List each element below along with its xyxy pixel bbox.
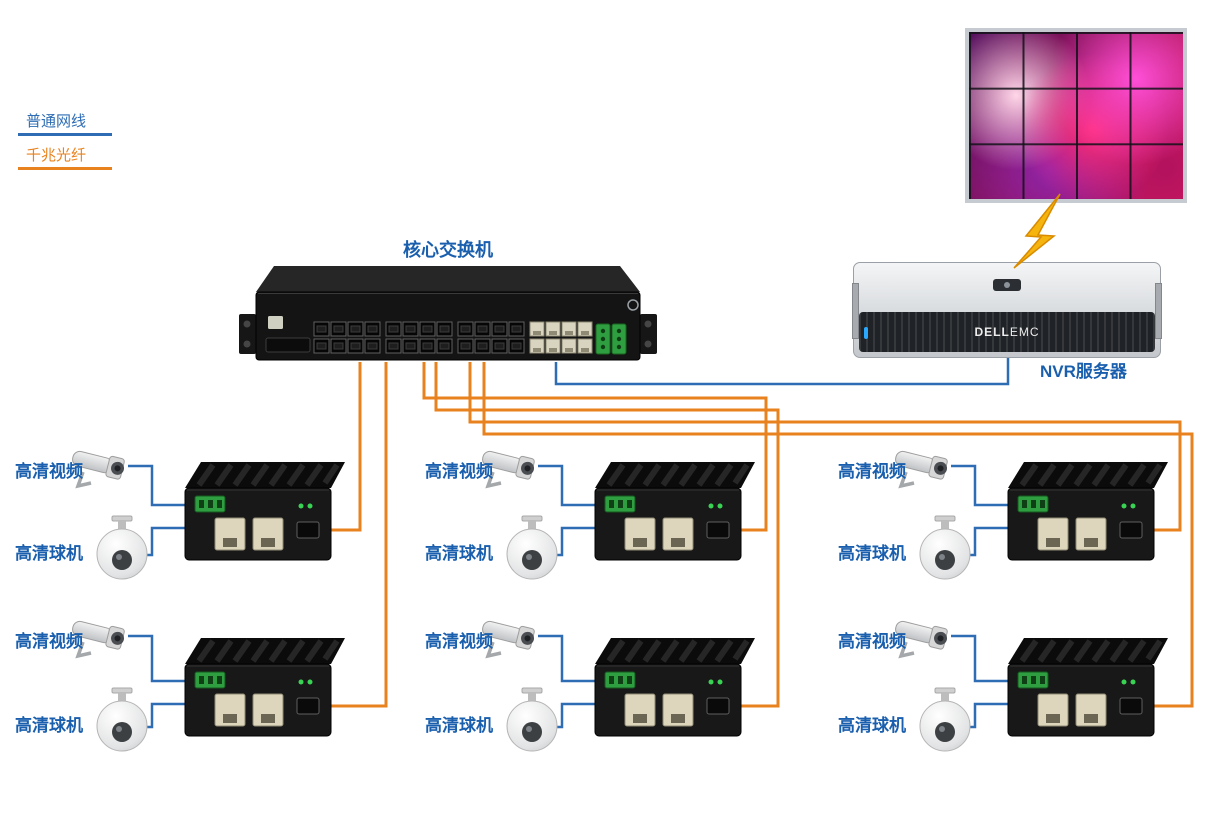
ptz-dome-camera-icon (919, 515, 971, 580)
group-middle-top (478, 445, 755, 580)
fiber-media-converter-icon (1008, 462, 1168, 560)
power-terminal-1 (595, 323, 611, 355)
core-switch-device (239, 266, 657, 361)
fiber-link-left-bottom (317, 362, 388, 708)
cable-link-switch-nvr (554, 350, 1010, 386)
cable-dome-left-bottom (146, 702, 190, 729)
legend-normal-cable-line (18, 133, 112, 136)
fiber-links (317, 362, 1194, 708)
bezel-latch (993, 279, 1021, 291)
rack-ear-left (852, 283, 859, 339)
video-wall (965, 28, 1187, 203)
fiber-media-converter-icon (1008, 638, 1168, 736)
rack-ear-right (1155, 283, 1162, 339)
legend-fiber-line (18, 167, 112, 170)
group-left-top (68, 445, 345, 580)
fiber-link-middle-bottom (434, 362, 780, 708)
cable-camera-middle-bottom (538, 634, 600, 683)
dome-label-middle-top: 高清球机 (425, 544, 493, 563)
fiber-media-converter-icon (595, 638, 755, 736)
power-terminal-2 (611, 323, 627, 355)
group-left-bottom (68, 615, 345, 752)
camera-label-left-top: 高清视频 (15, 462, 83, 481)
cable-camera-middle-top (538, 464, 600, 507)
cable-camera-right-bottom (951, 634, 1013, 683)
group-right-bottom (891, 615, 1168, 752)
camera-label-left-bottom: 高清视频 (15, 632, 83, 651)
dome-label-left-bottom: 高清球机 (15, 716, 83, 735)
fiber-media-converter-icon (595, 462, 755, 560)
ptz-dome-camera-icon (506, 515, 558, 580)
fiber-link-right-bottom (482, 362, 1194, 708)
group-middle-bottom (478, 615, 755, 752)
dell-logo-text: DELL (974, 325, 1010, 339)
cable-dome-left-top (146, 526, 190, 557)
fiber-link-right-top (468, 362, 1182, 532)
fiber-media-converter-icon (185, 462, 345, 560)
cable-camera-left-top (128, 464, 190, 507)
cable-dome-middle-top (556, 526, 600, 557)
ptz-dome-camera-icon (919, 687, 971, 752)
legend-normal-cable-label: 普通网线 (26, 113, 87, 130)
nvr-server-label: NVR服务器 (1040, 362, 1127, 381)
ptz-dome-camera-icon (506, 687, 558, 752)
ptz-dome-camera-icon (96, 515, 148, 580)
dome-label-right-bottom: 高清球机 (838, 716, 906, 735)
video-wall-grid (969, 32, 1183, 199)
emc-logo-text: EMC (1009, 325, 1040, 339)
camera-label-right-bottom: 高清视频 (838, 632, 906, 651)
network-links (128, 350, 1194, 729)
fiber-link-middle-top (422, 362, 768, 532)
core-switch-label: 核心交换机 (403, 240, 493, 260)
dome-label-middle-bottom: 高清球机 (425, 716, 493, 735)
cable-dome-right-bottom (969, 702, 1013, 729)
nvr-server-device: DELLEMC (852, 262, 1162, 358)
camera-label-right-top: 高清视频 (838, 462, 906, 481)
group-right-top (891, 445, 1168, 580)
camera-links (128, 464, 1013, 729)
dell-emc-logo: DELLEMC (974, 325, 1039, 339)
ptz-dome-camera-icon (96, 687, 148, 752)
dome-label-left-top: 高清球机 (15, 544, 83, 563)
cable-camera-right-top (951, 464, 1013, 507)
camera-label-middle-bottom: 高清视频 (425, 632, 493, 651)
console-port (268, 316, 283, 329)
power-led (864, 327, 868, 339)
cable-camera-left-bottom (128, 634, 190, 683)
brand-badge (627, 299, 639, 311)
camera-label-middle-top: 高清视频 (425, 462, 493, 481)
cable-dome-middle-bottom (556, 702, 600, 729)
fiber-media-converter-icon (185, 638, 345, 736)
cable-dome-right-top (969, 526, 1013, 557)
server-front-bezel: DELLEMC (859, 312, 1155, 352)
legend-fiber-label: 千兆光纤 (26, 147, 87, 164)
dome-label-right-top: 高清球机 (838, 544, 906, 563)
